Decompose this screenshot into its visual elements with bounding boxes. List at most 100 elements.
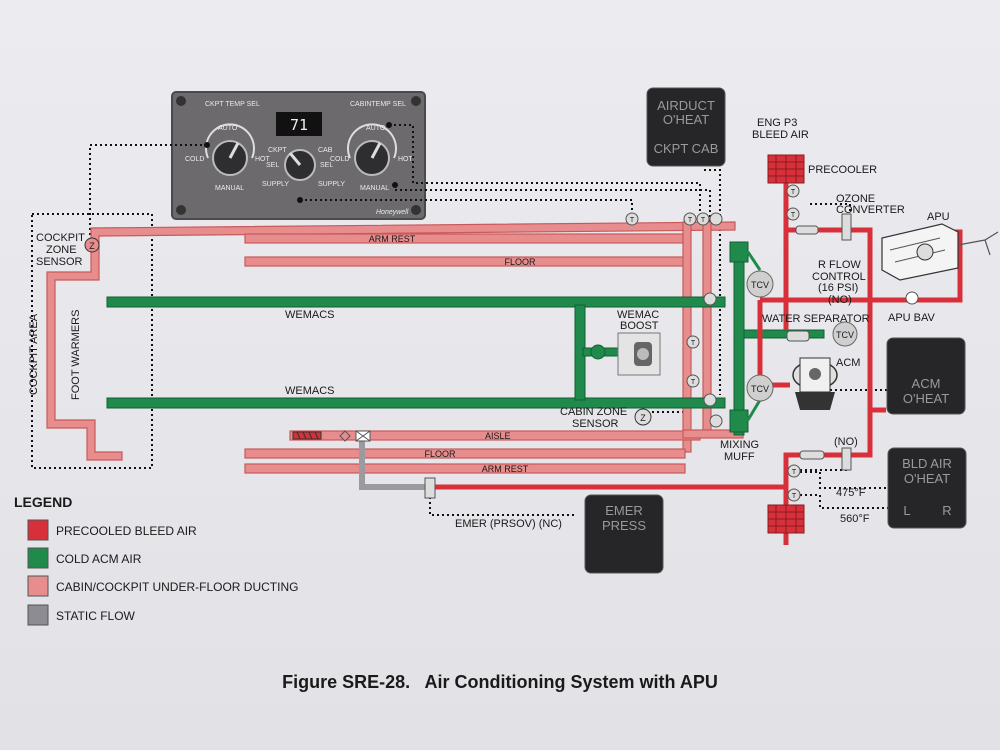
bld-left: L bbox=[903, 503, 910, 518]
cabin-zone-sensor bbox=[634, 408, 652, 426]
cockpit-zone-sensor-label-1: COCKPIT bbox=[36, 232, 85, 244]
emer-prsov-valve bbox=[424, 477, 436, 499]
airduct-line1: AIRDUCT bbox=[657, 98, 715, 113]
ozone-label-1: OZONE bbox=[836, 193, 875, 205]
selector-sel-right-label: SEL bbox=[320, 162, 333, 169]
cabin-zone-sensor-label-2: SENSOR bbox=[572, 418, 619, 430]
legend: LEGEND PRECOOLED BLEED AIR COLD ACM AIR … bbox=[14, 494, 298, 626]
t-sensor-9: T bbox=[792, 493, 797, 500]
t-sensor-5: T bbox=[691, 379, 696, 386]
aisle-label: AISLE bbox=[485, 431, 511, 441]
tcv-lower-label: TCV bbox=[751, 384, 769, 394]
apu-unit bbox=[881, 223, 999, 281]
legend-label-cold: COLD ACM AIR bbox=[56, 552, 142, 566]
left-knob-auto-label: AUTO bbox=[218, 125, 238, 132]
mixing-muff-label-2: MUFF bbox=[724, 451, 755, 463]
mixing-muff-label-1: MIXING bbox=[720, 439, 759, 451]
bld-line1: BLD AIR bbox=[902, 456, 952, 471]
emer-press-annunciator: EMER PRESS bbox=[584, 494, 664, 574]
right-knob-auto-label: AUTO bbox=[366, 125, 386, 132]
legend-swatch-bleed bbox=[27, 519, 49, 541]
temp-560-label: 560°F bbox=[840, 513, 870, 525]
acm-line1: ACM bbox=[912, 376, 941, 391]
acm-label: ACM bbox=[836, 357, 860, 369]
t-sensor-1: T bbox=[630, 217, 635, 224]
figure-caption: Figure SRE-28. Air Conditioning System w… bbox=[282, 672, 718, 692]
mixing-muff-box bbox=[729, 409, 749, 433]
legend-swatch-static bbox=[27, 604, 49, 626]
tcv-valves: TCV TCV TCV bbox=[746, 270, 858, 402]
t-sensor-4: T bbox=[691, 340, 696, 347]
ozone-label-2: CONVERTER bbox=[836, 204, 905, 216]
legend-title: LEGEND bbox=[14, 494, 72, 510]
ozone-converter-valve bbox=[841, 213, 852, 241]
arm-rest-duct-cabin bbox=[244, 463, 686, 474]
acm-oheat-annunciator: ACM O'HEAT bbox=[886, 337, 966, 415]
legend-swatch-duct bbox=[27, 575, 49, 597]
ozone-converter bbox=[795, 225, 819, 235]
selector-sel-left-label: SEL bbox=[266, 162, 279, 169]
upper-wemacs-duct bbox=[106, 296, 726, 308]
green-link-lines bbox=[746, 251, 762, 421]
temp-display-value: 71 bbox=[290, 116, 308, 134]
r-flow-label-4: (NO) bbox=[828, 294, 852, 306]
apu-bav bbox=[905, 291, 919, 305]
r-flow-label-3: (16 PSI) bbox=[818, 282, 858, 294]
bld-line2: O'HEAT bbox=[904, 471, 950, 486]
floor-duct-cockpit bbox=[244, 256, 686, 267]
cockpit-zone-sensor-label-3: SENSOR bbox=[36, 256, 83, 268]
t-sensor-8: T bbox=[792, 469, 797, 476]
t-sensor-7: T bbox=[791, 212, 796, 219]
selector-ckpt-label: CKPT bbox=[268, 147, 287, 154]
airduct-line3: CKPT CAB bbox=[654, 141, 719, 156]
t-sensor-6: T bbox=[791, 189, 796, 196]
arm-rest-label-cabin: ARM REST bbox=[482, 464, 529, 474]
cockpit-z-label: Z bbox=[89, 241, 95, 251]
wemac-boost-fan bbox=[617, 332, 661, 376]
wemacs-label-upper: WEMACS bbox=[285, 309, 335, 321]
static-flow-duct bbox=[359, 440, 430, 490]
check-valve-lower bbox=[799, 450, 825, 460]
precooler-label: PRECOOLER bbox=[808, 164, 877, 176]
floor-label-cockpit: FLOOR bbox=[504, 257, 536, 267]
r-flow-label-2: CONTROL bbox=[812, 271, 866, 283]
floor-duct-cabin bbox=[244, 448, 686, 459]
cabin-temp-sel-label: CABINTEMP SEL bbox=[350, 101, 406, 108]
tcv-upper-label: TCV bbox=[751, 280, 769, 290]
right-knob-hot-label: HOT bbox=[398, 156, 414, 163]
diagram-labels: COCKPIT ZONE SENSOR COCKPIT AREA FOOT WA… bbox=[28, 117, 950, 530]
legend-label-static: STATIC FLOW bbox=[56, 609, 136, 623]
cabin-zone-sensor-label-1: CABIN ZONE bbox=[560, 406, 627, 418]
wemac-boost-label-1: WEMAC bbox=[617, 309, 659, 321]
t-sensor-3: T bbox=[701, 217, 706, 224]
temp-display bbox=[276, 112, 322, 136]
airduct-line2: O'HEAT bbox=[663, 112, 709, 127]
no-valve bbox=[841, 447, 852, 471]
eng-p3-label-1: ENG P3 bbox=[757, 117, 797, 129]
legend-label-bleed: PRECOOLED BLEED AIR bbox=[56, 524, 197, 538]
cold-acm-air-ducting bbox=[106, 241, 825, 436]
legend-label-duct: CABIN/COCKPIT UNDER-FLOOR DUCTING bbox=[56, 580, 298, 594]
eng-p3-label-2: BLEED AIR bbox=[752, 129, 809, 141]
panel-brand: Honeywell bbox=[376, 209, 409, 216]
cockpit-zone-sensor-label-2: ZONE bbox=[46, 244, 77, 256]
legend-swatch-cold bbox=[27, 547, 49, 569]
cabin-z-label: Z bbox=[640, 413, 646, 423]
cockpit-mixing-box bbox=[729, 241, 749, 263]
floor-label-cabin: FLOOR bbox=[424, 449, 456, 459]
wemacs-label-lower: WEMACS bbox=[285, 385, 335, 397]
water-separator-label: WATER SEPARATOR bbox=[762, 313, 870, 325]
acm-unit bbox=[792, 357, 838, 410]
temp-control-panel: CKPT TEMP SEL CABINTEMP SEL 71 AUTO COLD… bbox=[171, 91, 426, 220]
cockpit-zone-sensor bbox=[84, 237, 100, 253]
selector-cab-label: CAB bbox=[318, 147, 333, 154]
arm-rest-duct-cockpit bbox=[244, 233, 684, 244]
right-knob-cold-label: COLD bbox=[330, 156, 349, 163]
bld-right: R bbox=[942, 503, 951, 518]
lower-wemacs-duct bbox=[106, 397, 726, 409]
no-valve-label: (NO) bbox=[834, 436, 858, 448]
temperature-sensors: T T T T T T T T T bbox=[625, 184, 801, 502]
selector-supply-right-label: SUPPLY bbox=[318, 181, 345, 188]
